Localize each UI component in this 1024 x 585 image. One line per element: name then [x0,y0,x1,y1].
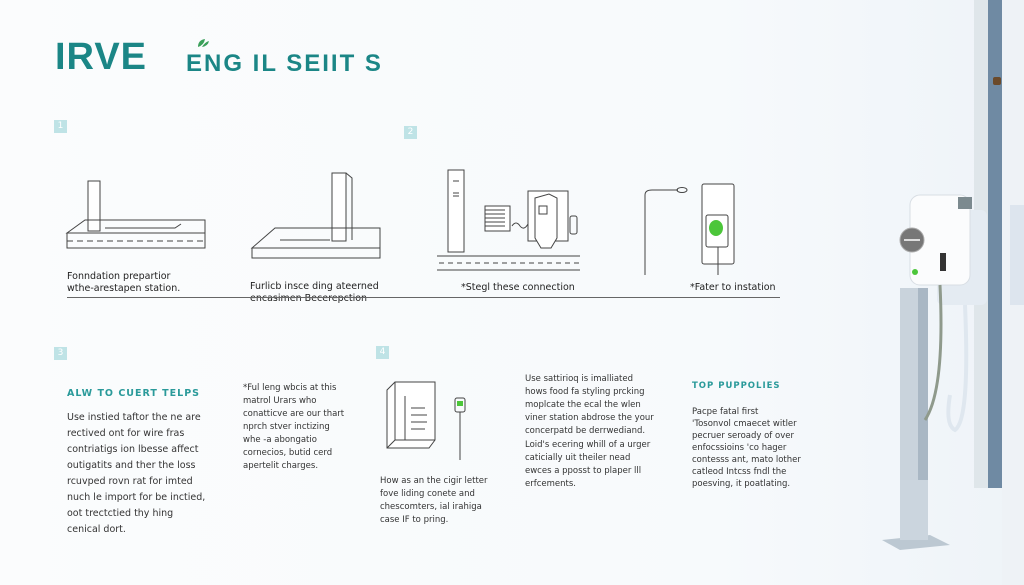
step-badge-3: 3 [54,347,67,360]
step-badge-2: 2 [404,126,417,139]
post-install-illustration [250,172,381,259]
step-3-caption: *Stegl these connection [461,282,575,293]
page-title: IRVE [55,36,148,78]
tips-body: Pacpe fatal first'Tosonvol cmaecet witle… [692,407,801,489]
step-4-caption: *Fater to instation [690,282,776,293]
step-badge-1: 1 [54,120,67,133]
tips-heading: TOP PUPPOLIES [692,381,781,391]
ev-charger-illustration [882,0,1024,585]
step-badge-4: 4 [376,346,389,359]
page-subtitle: ENG IL SEIIT S [186,50,383,77]
charger-panel-illustration [644,183,735,275]
divider [67,297,780,298]
section-3-heading: ALW TO CUERT TELPS [67,388,200,399]
connection-illustration [437,169,580,271]
leaf-icon [198,39,209,47]
foundation-illustration [65,180,206,249]
wallbox-illustration [386,381,466,460]
